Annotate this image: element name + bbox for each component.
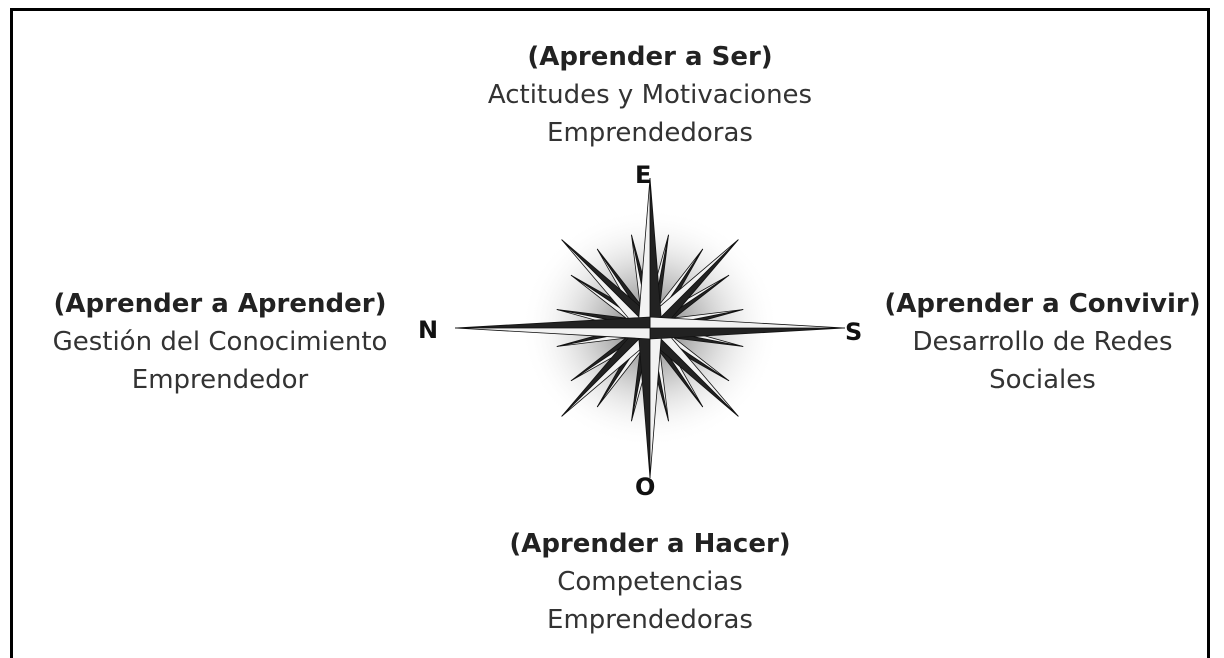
right-block: (Aprender a Convivir) Desarrollo de Rede… xyxy=(880,285,1205,399)
right-title: (Aprender a Convivir) xyxy=(884,289,1201,319)
left-line1: Gestión del Conocimiento xyxy=(52,327,388,357)
compass-letter-right: S xyxy=(845,318,863,346)
left-block: (Aprender a Aprender) Gestión del Conoci… xyxy=(30,285,410,399)
bottom-line2: Emprendedoras xyxy=(547,605,753,635)
left-title: (Aprender a Aprender) xyxy=(53,289,387,319)
right-line1: Desarrollo de Redes xyxy=(912,327,1173,357)
bottom-block: (Aprender a Hacer) Competencias Emprende… xyxy=(450,525,850,639)
top-title: (Aprender a Ser) xyxy=(527,42,773,72)
left-line2: Emprendedor xyxy=(131,365,309,395)
top-line2: Emprendedoras xyxy=(547,118,753,148)
compass-letter-top: E xyxy=(635,161,652,189)
compass-rays xyxy=(454,177,846,479)
top-line1: Actitudes y Motivaciones xyxy=(487,80,813,110)
cardinal-ray-left-light xyxy=(454,327,651,340)
right-line2: Sociales xyxy=(989,365,1096,395)
top-block: (Aprender a Ser) Actitudes y Motivacione… xyxy=(440,38,860,152)
bottom-title: (Aprender a Hacer) xyxy=(509,529,791,559)
bottom-line1: Competencias xyxy=(557,567,743,597)
compass-rose-icon xyxy=(454,177,846,479)
compass-letter-bottom: O xyxy=(635,473,656,501)
compass-letter-left: N xyxy=(418,316,439,344)
